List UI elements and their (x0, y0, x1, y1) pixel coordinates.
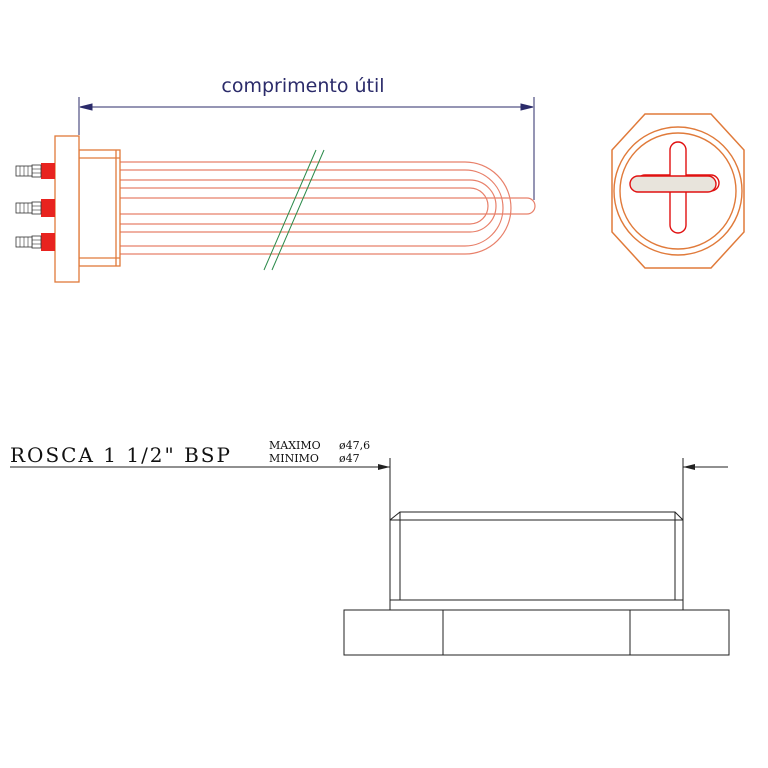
terminal-bottom-stud (31, 235, 42, 249)
end-view-inner-circle (619, 132, 737, 250)
terminal-top (15, 163, 55, 179)
terminal-middle-stud (31, 201, 42, 215)
min-value: ø47 (339, 452, 360, 465)
heater-end-view (611, 113, 745, 269)
arrow-left-icon (79, 103, 93, 111)
heater-side-view: comprimento útil (15, 75, 536, 283)
end-view-slot (629, 175, 717, 193)
end-view-outer-circle (613, 126, 743, 256)
arrow-right-icon (520, 103, 534, 111)
element-center-tube (120, 197, 536, 215)
terminal-middle (15, 199, 55, 217)
min-label: MINIMO (269, 452, 319, 465)
break-line-1 (263, 149, 317, 271)
length-dimension-label: comprimento útil (221, 75, 384, 97)
hex-fitting (78, 149, 121, 267)
break-lines (263, 149, 325, 271)
length-dimension (78, 97, 535, 200)
break-line-2 (271, 149, 325, 271)
thread-arrow-left-icon (378, 464, 390, 470)
flange-plate (54, 135, 80, 283)
hex-fitting-body (78, 149, 121, 267)
max-value: ø47,6 (339, 439, 370, 452)
element-outer-bend (120, 161, 512, 255)
element-middle-bend (120, 179, 497, 233)
thread-label: ROSCA 1 1/2" BSP (10, 443, 232, 467)
terminal-bottom (15, 233, 55, 251)
heating-element (120, 161, 536, 255)
terminal-top-stud (31, 164, 42, 178)
terminal-middle-nut (41, 199, 55, 217)
element-outer-bend-inner-wall (120, 169, 504, 247)
element-middle-bend-inner-wall (120, 187, 489, 225)
terminal-bottom-nut (41, 233, 55, 251)
thread-body (389, 511, 684, 611)
terminal-top-nut (41, 163, 55, 179)
max-label: MAXIMO (269, 439, 321, 452)
thread-detail: ROSCA 1 1/2" BSP MAXIMO ø47,6 MINIMO ø47 (10, 439, 730, 656)
terminals (15, 163, 55, 251)
base-plate (343, 609, 730, 656)
thread-arrow-right-icon (683, 464, 695, 470)
